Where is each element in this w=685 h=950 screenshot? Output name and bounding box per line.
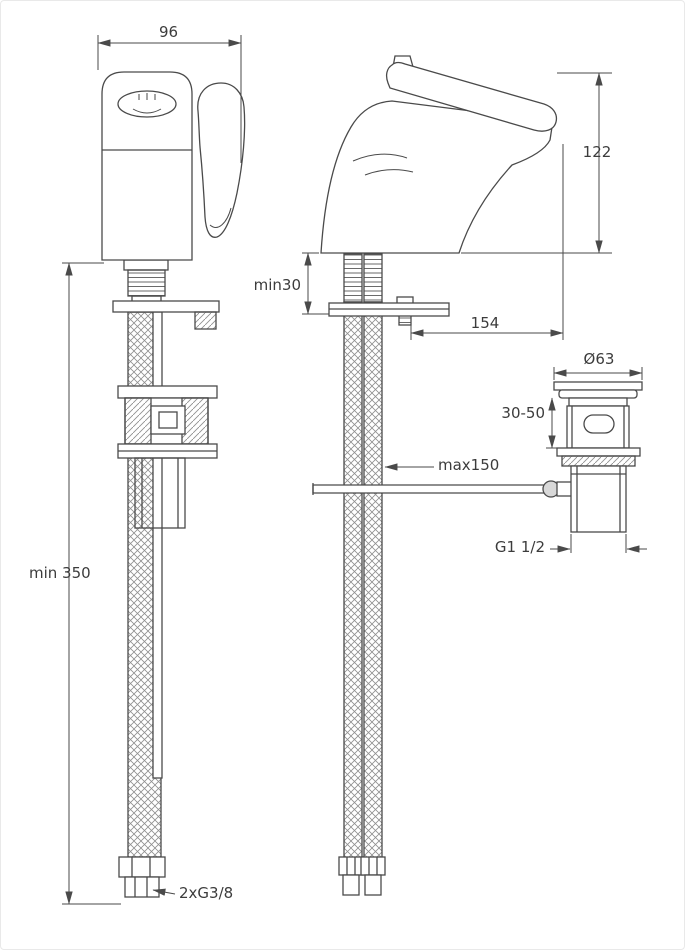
hose-thread-right: [363, 253, 383, 303]
front-view-dimensions: [62, 35, 242, 905]
clamp-nut: [561, 455, 636, 467]
threaded-shank: [127, 269, 166, 297]
dimension-label-spout-reach: 154: [470, 314, 500, 332]
dimension-label-hose-min-length: min 350: [29, 564, 91, 582]
logo-oval: [117, 90, 177, 118]
waste-lower-edges: [571, 466, 626, 532]
hose-nut-facets-2: [134, 877, 148, 897]
side-view-dimensions: [302, 72, 612, 471]
overflow-slot: [583, 414, 615, 434]
hose-nut-facets: [131, 857, 151, 877]
front-view: [101, 71, 246, 898]
mounting-nut-hatch-right: [181, 397, 209, 445]
drain-dimensions: [546, 367, 647, 553]
waste-top-flange: [553, 381, 643, 391]
side-hose-tip-right: [364, 874, 382, 896]
logo-marks: [132, 93, 162, 114]
side-hose-nut-right: [360, 856, 386, 876]
handle-detail-line: [209, 207, 232, 228]
side-hose-nut-left: [338, 856, 364, 876]
side-view: [312, 55, 558, 896]
waste-flange-lip: [558, 389, 638, 399]
dimension-label-rod-max-length: max150: [438, 456, 500, 474]
hose-nut-front-lower: [124, 876, 160, 898]
side-nut-facets: [346, 857, 378, 875]
mounting-washer-top: [117, 385, 218, 399]
dimension-label-waste-thread: G1 1/2: [494, 538, 545, 556]
waste-body-edges: [571, 406, 625, 448]
flange-bracket: [194, 311, 217, 330]
waste-lower-body: [570, 465, 627, 533]
shank-collar: [123, 259, 169, 271]
lever-handle-front: [197, 82, 246, 238]
popup-rod: [312, 484, 547, 494]
hose-nut-front-upper: [118, 856, 166, 878]
tailpiece-cylinder: [134, 457, 186, 529]
mounting-nut-slot: [150, 405, 186, 435]
tailpiece-edges: [141, 458, 179, 528]
lever-handle-side: [385, 61, 558, 132]
mounting-nut-hatch-left: [124, 397, 152, 445]
waste-upper-body: [566, 405, 630, 449]
dimension-label-body-width: 96: [158, 23, 179, 41]
spout-curve-lines: [352, 153, 414, 176]
dimension-label-supply-thread: 2xG3/8: [179, 884, 234, 902]
dimension-label-waste-diameter: Ø63: [583, 350, 615, 368]
leader-2xg38: [152, 888, 176, 896]
dimension-label-deck-min: min30: [253, 276, 301, 294]
dimension-label-waste-clamp-range: 30-50: [501, 404, 545, 422]
dimension-label-spout-height: 122: [582, 143, 612, 161]
braided-hose-side-right: [363, 301, 383, 859]
base-flange-plate: [112, 300, 220, 313]
hose-thread-left: [343, 253, 363, 303]
side-hose-tip-left: [342, 874, 360, 896]
drain-assembly: [542, 381, 643, 533]
mounting-rod: [152, 311, 163, 779]
waste-neck: [568, 397, 628, 407]
braided-hose-side-left: [343, 301, 363, 859]
mounting-nut-slot-inner: [158, 411, 178, 429]
faucet-body-front: [101, 71, 193, 261]
clamp-flange: [556, 447, 641, 457]
